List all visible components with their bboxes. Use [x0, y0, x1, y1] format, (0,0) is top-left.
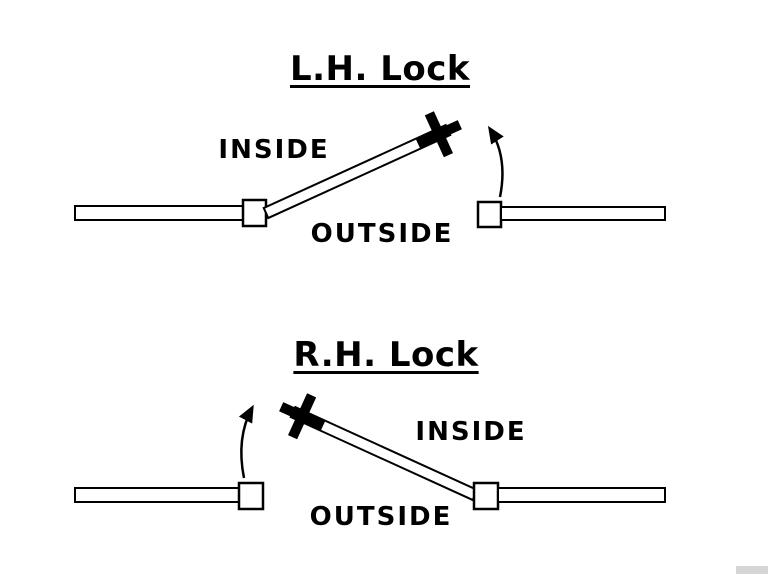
rh-strike-jamb-block	[237, 481, 265, 511]
rh-lock-diagram	[74, 393, 666, 511]
rh-right-wall	[497, 487, 666, 503]
rh-door-leaf	[279, 393, 479, 502]
rh-swing-arrow-icon	[238, 404, 254, 479]
lh-inside-label: INSIDE	[218, 135, 330, 165]
rh-left-wall	[74, 487, 240, 503]
lock-spindle-icon	[415, 111, 462, 158]
rh-outside-label: OUTSIDE	[309, 502, 453, 532]
rh-hinge-jamb-block	[472, 481, 500, 511]
lh-outside-label: OUTSIDE	[310, 219, 454, 249]
lock-spindle-icon	[279, 393, 326, 440]
rh-lock-title: R.H. Lock	[293, 335, 479, 375]
rh-inside-label: INSIDE	[415, 417, 527, 447]
lh-lock-title: L.H. Lock	[289, 49, 471, 89]
lh-strike-jamb-block	[476, 200, 503, 229]
page-edge-artifact	[736, 566, 768, 574]
lh-swing-arrow-icon	[487, 125, 504, 198]
lh-door-leaf	[262, 111, 462, 220]
lh-right-wall	[500, 206, 666, 221]
lh-left-wall	[74, 205, 244, 221]
lh-lock-diagram	[74, 111, 666, 229]
lh-hinge-jamb-block	[241, 198, 268, 228]
